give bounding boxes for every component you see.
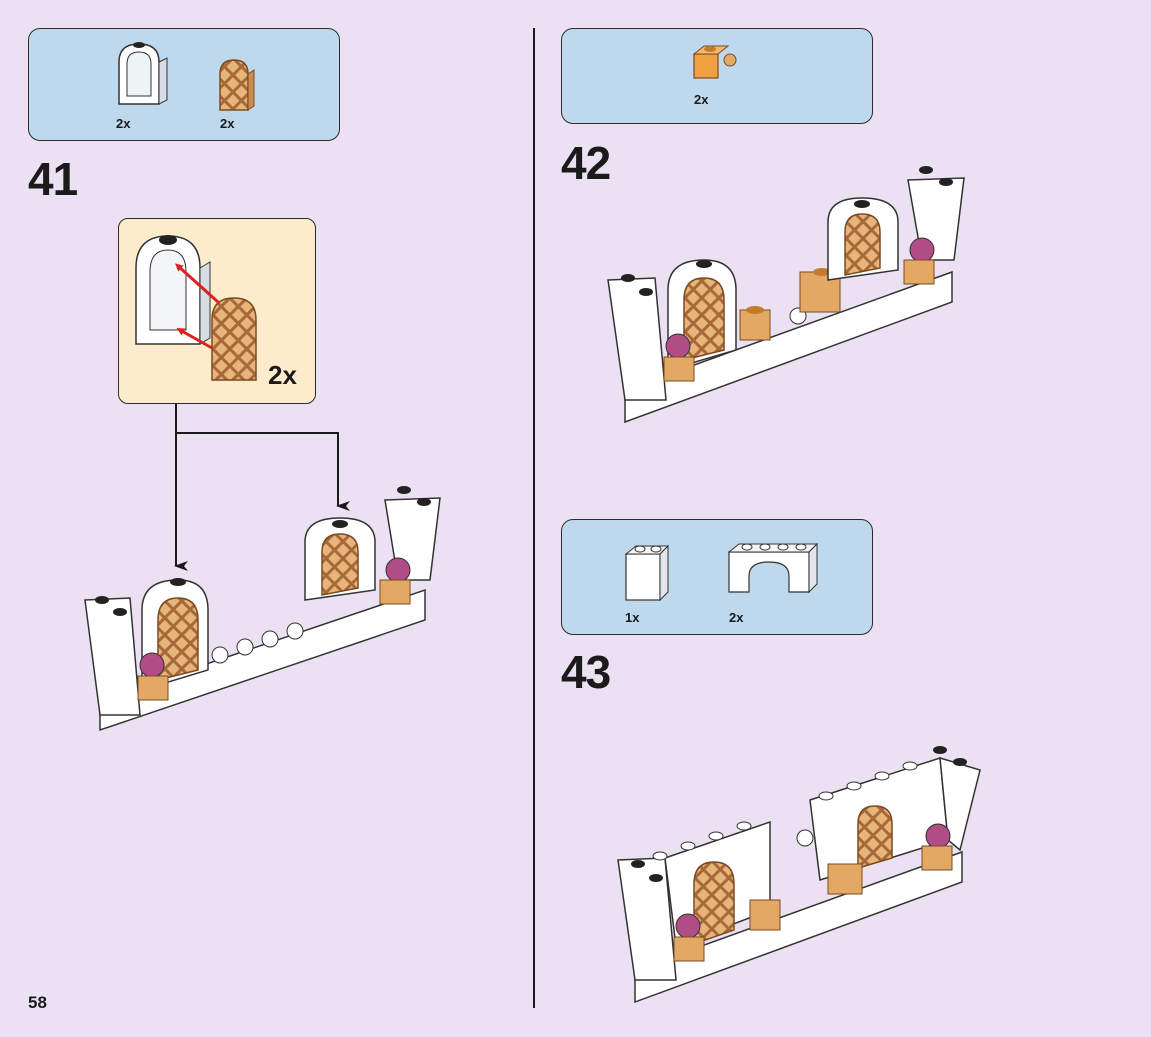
column-divider	[533, 28, 535, 1008]
part-qty: 2x	[116, 116, 131, 131]
callout-frame-illustration	[135, 235, 257, 381]
window-lattice-gold-icon	[219, 59, 255, 111]
step-43-model	[617, 746, 981, 1004]
part-qty: 2x	[729, 610, 744, 625]
window-frame-white-icon	[118, 42, 168, 105]
step-42-model	[607, 166, 965, 424]
parts-box-step-43	[561, 519, 873, 635]
bracket-brick-gold-icon	[692, 45, 737, 79]
step-number-43: 43	[561, 646, 611, 698]
step-41-model	[84, 486, 441, 732]
page-number: 58	[28, 993, 47, 1012]
subassembly-qty: 2x	[268, 360, 297, 390]
part-qty: 2x	[220, 116, 235, 131]
arch-brick-white-icon	[727, 542, 819, 594]
step-number-41: 41	[28, 153, 78, 205]
parts-box-step-41	[28, 28, 340, 141]
part-qty: 2x	[694, 92, 709, 107]
step-number-42: 42	[561, 137, 611, 189]
part-qty: 1x	[625, 610, 640, 625]
brick-1x2x2-white-icon	[624, 544, 670, 602]
